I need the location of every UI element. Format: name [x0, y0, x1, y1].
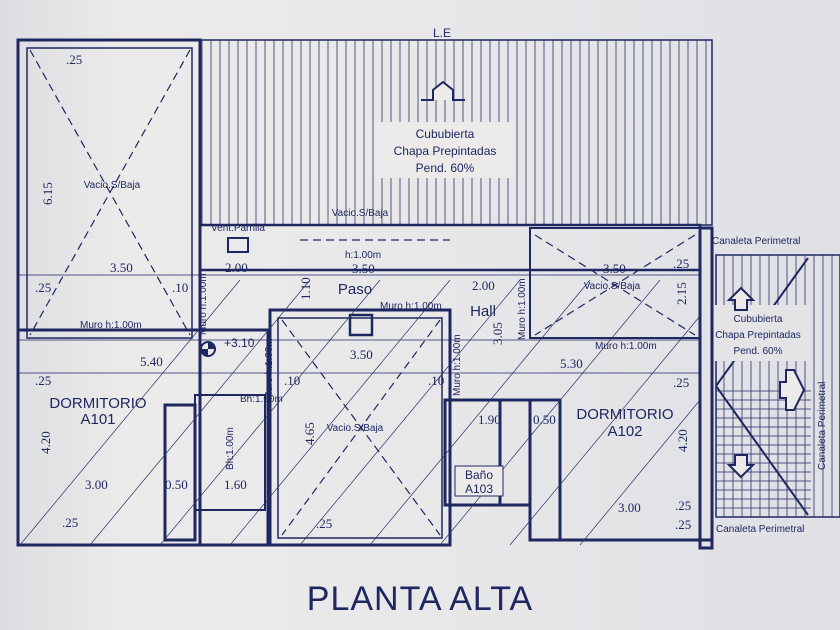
wall-note: Muro h:1.00m — [264, 338, 275, 400]
dimension: 3.50 — [603, 261, 626, 276]
dimension: 4.20 — [38, 431, 53, 454]
void-label: Vacio.S/Baja — [584, 281, 641, 292]
drawing-title: PLANTA ALTA — [307, 580, 533, 618]
right-roof-label-2: Chapa Prepintadas — [715, 330, 801, 341]
wall-note: Muro h:1.00m — [517, 278, 528, 340]
wall-note: Muro h:1.00m — [198, 273, 209, 335]
vent-label: Vent.Parrilla — [211, 223, 265, 234]
void-marks — [29, 49, 696, 536]
dimension: 1.10 — [298, 277, 313, 300]
dimension: .25 — [673, 256, 689, 271]
dimension: 1.60 — [224, 477, 247, 492]
wall-note: Muro h:1.00m — [595, 341, 657, 352]
dimension: .25 — [675, 498, 691, 513]
dimension: .25 — [35, 280, 51, 295]
dimension: 2.00 — [225, 260, 248, 275]
slope-arrow-down-icon — [726, 454, 756, 479]
void-label: Vacio.S/Baja — [327, 423, 384, 434]
dimension: 2.15 — [674, 282, 689, 305]
dimension: 6.15 — [40, 182, 55, 205]
room-code-a101: A101 — [80, 411, 115, 428]
roof-label-1: Cububierta — [416, 127, 475, 141]
dimension: 4.65 — [302, 422, 317, 445]
walls — [16, 38, 714, 550]
dimension: .25 — [62, 515, 78, 530]
gutter-label: Canaleta Perimetral — [817, 382, 828, 470]
wall-note: h:1.00m — [345, 250, 381, 261]
room-bano-a103: Baño — [465, 468, 493, 482]
wall-note: Muro h:1.00m — [80, 320, 142, 331]
floor-hatch — [19, 279, 701, 546]
room-dormitorio-a101: DORMITORIO — [49, 395, 146, 412]
dimension: 3.50 — [110, 260, 133, 275]
gutter-label: Canaleta Perimetral — [712, 236, 800, 247]
level-label: +3.10 — [224, 336, 255, 350]
dimension: 0.50 — [165, 477, 188, 492]
roof-label-3: Pend. 60% — [416, 161, 475, 175]
roof-label-2: Chapa Prepintadas — [394, 144, 497, 158]
level-marker-icon — [200, 341, 216, 357]
dimension: .25 — [66, 52, 82, 67]
dimension: 4.20 — [675, 429, 690, 452]
room-hall: Hall — [470, 303, 496, 320]
room-paso: Paso — [338, 281, 372, 298]
void-label: Vacio.S/Baja — [332, 208, 389, 219]
room-code-a102: A102 — [607, 423, 642, 440]
wall-note: Bh:1.00m — [225, 427, 236, 470]
dimension: .25 — [35, 373, 51, 388]
dimension: 5.30 — [560, 356, 583, 371]
dimension: 3.05 — [490, 322, 505, 345]
gutter-label: Canaleta Perimetral — [716, 524, 804, 535]
right-roof-label-1: Cububierta — [734, 314, 783, 325]
main-roof — [199, 39, 713, 226]
dimension: .10 — [284, 373, 300, 388]
void-label: Vacio.S/Baja — [84, 180, 141, 191]
wall-notes: Muro h:1.00m Muro h:1.00m Muro h:1.00m h… — [80, 250, 657, 470]
dimension: 5.40 — [140, 354, 163, 369]
dimension: .25 — [316, 516, 332, 531]
dimensions: 6.15 .25 3.50 .25 .10 2.00 3.50 1.10 5.4… — [35, 52, 691, 532]
dimension: 0.50 — [533, 412, 556, 427]
wall-note: Bh:1.00m — [240, 394, 283, 405]
slope-arrow-right-icon — [779, 369, 806, 411]
dimension: 3.00 — [618, 500, 641, 515]
slope-arrow-icon — [421, 80, 465, 101]
dimension: .25 — [675, 517, 691, 532]
property-line-label: L.E — [433, 26, 451, 40]
wall-note: Muro h:1.00m — [380, 301, 442, 312]
dimension: 3.50 — [350, 347, 373, 362]
dimension: .10 — [172, 280, 188, 295]
room-code-a103: A103 — [465, 482, 493, 496]
dimension: 3.00 — [85, 477, 108, 492]
dimension: .10 — [428, 373, 444, 388]
dimension: .25 — [673, 375, 689, 390]
slope-arrow-up-icon — [726, 286, 756, 311]
room-dormitorio-a102: DORMITORIO — [576, 406, 673, 423]
dimension: 3.50 — [352, 261, 375, 276]
wall-note: Muro h:1.00m — [452, 334, 463, 396]
dimension: 2.00 — [472, 278, 495, 293]
dimension: 1.90 — [478, 412, 501, 427]
right-roof-label-3: Pend. 60% — [734, 346, 783, 357]
